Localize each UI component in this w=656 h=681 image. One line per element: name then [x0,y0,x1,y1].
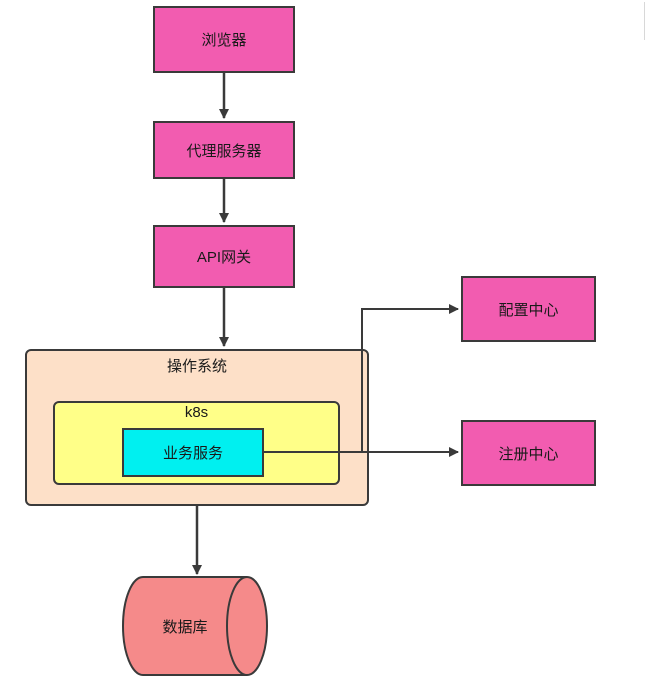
browser-label: 浏览器 [201,32,247,49]
operating-system-label: 操作系统 [166,358,227,375]
browser-node: 浏览器 [153,6,295,73]
registry-center-label: 注册中心 [498,445,559,463]
config-center-node: 配置中心 [461,276,596,342]
registry-center-node: 注册中心 [461,420,596,486]
scroll-edge-divider [644,2,656,40]
k8s-label: k8s [184,404,209,421]
database-cylinder-edge [226,576,248,676]
api-gateway-label: API网关 [196,249,252,266]
proxy-server-node: 代理服务器 [153,121,295,179]
database-label: 数据库 [162,618,208,636]
business-service-node: 业务服务 [122,428,264,477]
proxy-server-label: 代理服务器 [186,142,262,160]
api-gateway-node: API网关 [153,225,295,288]
config-center-label: 配置中心 [498,301,559,319]
business-service-label: 业务服务 [162,445,223,462]
